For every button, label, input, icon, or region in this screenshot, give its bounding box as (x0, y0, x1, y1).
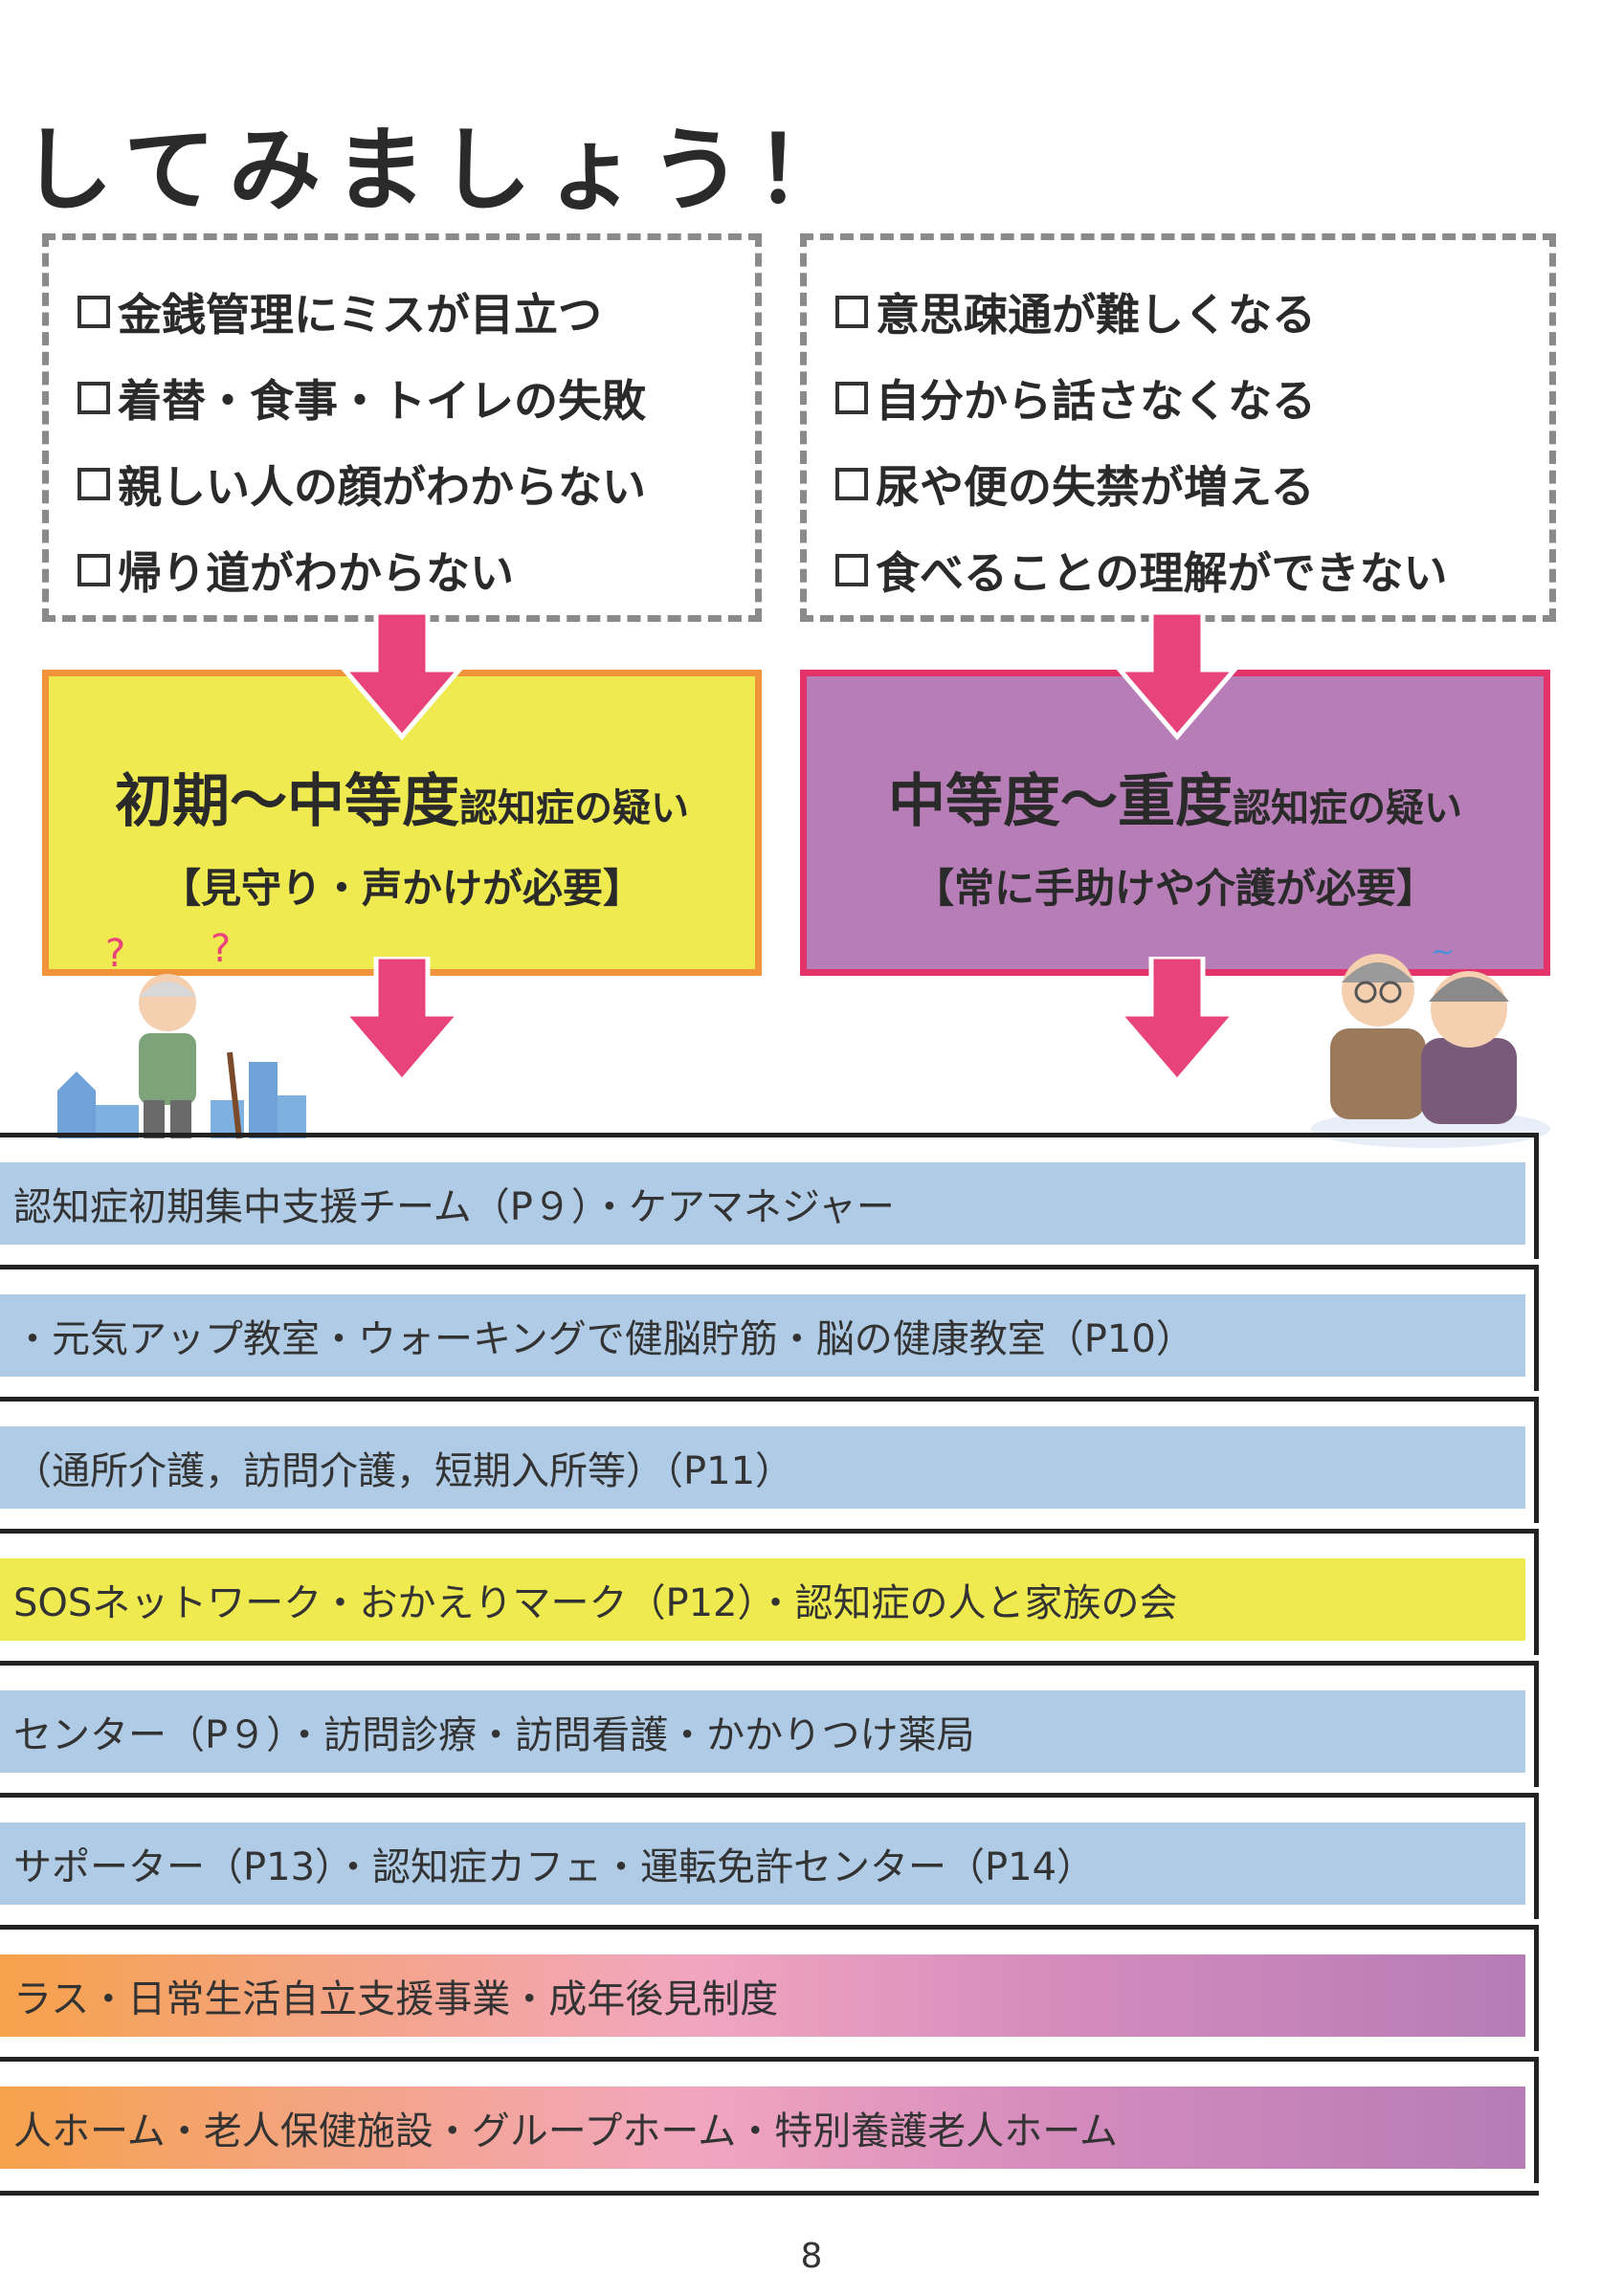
service-bar: 人ホーム・老人保健施設・グループホーム・特別養護老人ホーム (0, 2086, 1525, 2169)
checklist-item[interactable]: 帰り道がわからない (78, 527, 755, 613)
down-arrow-icon (1115, 957, 1239, 1085)
checklist-item[interactable]: 親しい人の顔がわからない (78, 441, 755, 527)
svg-text:?: ? (105, 932, 125, 976)
stage-subtitle: 【常に手助けや介護が必要】 (913, 865, 1436, 912)
service-row: （通所介護，訪問介護，短期入所等）（P11） (0, 1397, 1539, 1523)
page-heading: してみましょう！ (21, 117, 861, 224)
checkbox-icon[interactable] (78, 296, 110, 328)
checklist-severe-symptoms: 意思疎通が難しくなる 自分から話さなくなる 尿や便の失禁が増える 食べることの理… (800, 233, 1556, 622)
checklist-item[interactable]: 金銭管理にミスが目立つ (78, 269, 755, 355)
checklist-item[interactable]: 意思疎通が難しくなる (835, 269, 1549, 355)
page-number: 8 (800, 2237, 823, 2276)
down-arrow-icon (340, 957, 464, 1085)
service-row: 認知症初期集中支援チーム（P９）・ケアマネジャー (0, 1133, 1539, 1259)
checkbox-icon[interactable] (835, 382, 868, 414)
service-row: ・元気アップ教室・ウォーキングで健脳貯筋・脳の健康教室（P10） (0, 1265, 1539, 1391)
checklist-item[interactable]: 食べることの理解ができない (835, 527, 1549, 613)
service-row: SOSネットワーク・おかえりマーク（P12）・認知症の人と家族の会 (0, 1529, 1539, 1655)
checkbox-icon[interactable] (78, 468, 110, 500)
checklist-item[interactable]: 尿や便の失禁が増える (835, 441, 1549, 527)
svg-text:~: ~ (1431, 936, 1455, 969)
table-bottom-border (0, 2191, 1539, 2196)
checklist-item[interactable]: 自分から話さなくなる (835, 355, 1549, 441)
service-bar: （通所介護，訪問介護，短期入所等）（P11） (0, 1426, 1525, 1509)
svg-text:?: ? (211, 928, 231, 971)
service-row: サポーター（P13）・認知症カフェ・運転免許センター（P14） (0, 1793, 1539, 1919)
checkbox-icon[interactable] (835, 468, 868, 500)
service-row: 人ホーム・老人保健施設・グループホーム・特別養護老人ホーム (0, 2057, 1539, 2183)
checkbox-icon[interactable] (835, 554, 868, 586)
service-row: ラス・日常生活自立支援事業・成年後見制度 (0, 1925, 1539, 2051)
service-bar: ・元気アップ教室・ウォーキングで健脳貯筋・脳の健康教室（P10） (0, 1294, 1525, 1377)
checkbox-icon[interactable] (78, 554, 110, 586)
service-bar: ラス・日常生活自立支援事業・成年後見制度 (0, 1954, 1525, 2037)
confused-elderly-man-illustration: ? ? (57, 928, 306, 1139)
checkbox-icon[interactable] (78, 382, 110, 414)
service-bar: サポーター（P13）・認知症カフェ・運転免許センター（P14） (0, 1822, 1525, 1905)
checklist-early-symptoms: 金銭管理にミスが目立つ 着替・食事・トイレの失敗 親しい人の顔がわからない 帰り… (42, 233, 762, 622)
checklist-item[interactable]: 着替・食事・トイレの失敗 (78, 355, 755, 441)
stage-title: 中等度～重度認知症の疑い (888, 768, 1462, 835)
stage-subtitle: 【見守り・声かけが必要】 (160, 865, 643, 912)
service-row: センター（P９）・訪問診療・訪問看護・かかりつけ薬局 (0, 1661, 1539, 1787)
elderly-couple-illustration: ~ (1311, 936, 1550, 1148)
service-bar: センター（P９）・訪問診療・訪問看護・かかりつけ薬局 (0, 1690, 1525, 1773)
down-arrow-icon (340, 612, 464, 740)
stage-title: 初期～中等度認知症の疑い (115, 768, 689, 835)
service-bar: SOSネットワーク・おかえりマーク（P12）・認知症の人と家族の会 (0, 1558, 1525, 1641)
service-bar: 認知症初期集中支援チーム（P９）・ケアマネジャー (0, 1162, 1525, 1245)
down-arrow-icon (1115, 612, 1239, 740)
checkbox-icon[interactable] (835, 296, 868, 328)
